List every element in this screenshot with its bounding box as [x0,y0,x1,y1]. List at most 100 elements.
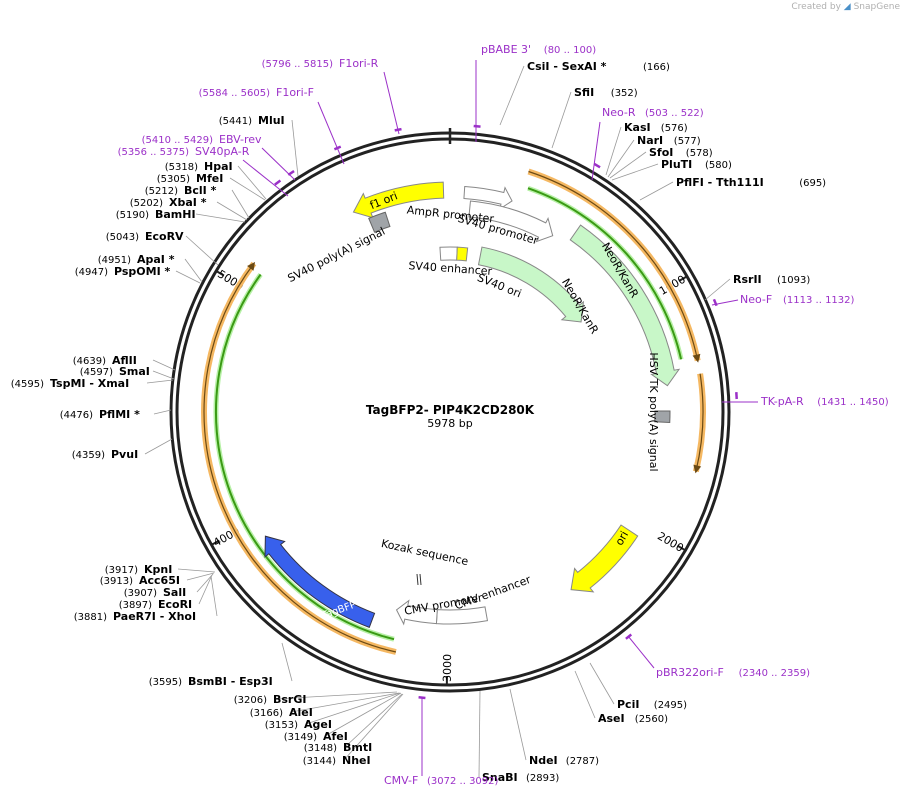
site-leader [344,693,403,748]
restriction-site[interactable]: (5305)MfeI [157,172,224,185]
restriction-site[interactable]: (5043)EcoRV [106,230,184,243]
site-leader [609,151,647,179]
restriction-site[interactable]: (4951)ApaI * [98,253,175,266]
tick-mark [211,539,220,546]
restriction-site[interactable]: (3917)KpnI [105,563,173,576]
feature-sv40-enhancer[interactable] [439,246,458,261]
primer[interactable]: (5796 .. 5815)F1ori-R [262,57,402,132]
site-position: (3595) [149,677,182,688]
primer[interactable]: TK-pA-R(1431 .. 1450) [735,392,889,408]
primer-leader [591,121,601,181]
primer[interactable]: (5356 .. 5375)SV40pA-R [118,145,282,186]
primer[interactable]: (5410 .. 5429)EBV-rev [142,133,295,176]
restriction-site[interactable]: (3595)BsmBI - Esp3I [149,675,273,688]
primer[interactable]: CMV-F(3072 .. 3092) [384,696,499,787]
feature-neor-kanr[interactable] [477,246,585,323]
primer-bar [333,145,342,151]
restriction-site[interactable]: (3907)SalI [124,586,186,599]
primer-name: EBV-rev [219,133,262,146]
site-name: BsrGI [273,693,306,706]
restriction-site[interactable]: (4947)PspOMI * [75,265,171,278]
restriction-site[interactable]: PluTI(580) [661,158,732,171]
restriction-site[interactable]: PciI(2495) [617,698,687,711]
restriction-site[interactable]: PflFI - Tth111I(695) [676,176,826,189]
restriction-site[interactable]: (3897)EcoRI [119,598,192,611]
restriction-site[interactable]: (3206)BsrGI [234,693,307,706]
leader-lines [144,60,758,778]
feature-sv40-ori[interactable] [456,246,469,262]
tick-mark [678,275,688,282]
site-position: (3153) [265,720,298,731]
restriction-site[interactable]: RsrII(1093) [733,273,810,286]
restriction-site[interactable]: (3166)AleI [250,706,313,719]
restriction-site[interactable]: (3913)Acc65I [100,574,180,587]
site-name: EcoRV [145,230,184,243]
feature-neor-kanr[interactable] [569,224,681,387]
primer[interactable]: Neo-F(1113 .. 1132) [712,293,855,307]
orf-arc[interactable] [201,261,397,655]
site-leader [175,270,201,284]
restriction-site[interactable]: (4639)AflII [73,354,137,367]
restriction-site[interactable]: (5318)HpaI [165,160,233,173]
site-leader [216,201,248,221]
site-position: (3149) [284,732,317,743]
restriction-site[interactable]: (3148)BmtI [304,741,372,754]
feature-hsv-tk-poly-a-signal[interactable] [654,410,671,424]
feature-sv40-poly-a-signal[interactable] [368,211,391,233]
site-leader [152,370,175,380]
primer-position: (3072 .. 3092) [427,776,499,787]
restriction-site[interactable]: (5212)BclI * [145,184,217,197]
primer[interactable]: (5584 .. 5605)F1ori-F [199,86,342,151]
feature-sv40-promoter[interactable] [468,200,554,243]
restriction-site[interactable]: NarI(577) [637,134,701,147]
site-name: AleI [289,706,313,719]
site-name: BamHI [155,208,196,221]
restriction-site[interactable]: KasI(576) [624,121,688,134]
restriction-site[interactable]: (4476)PflMI * [60,408,140,421]
restriction-site[interactable]: (4597)SmaI [80,365,150,378]
tick-label: 3000 [441,654,454,682]
site-position: (2560) [635,714,668,725]
site-position: (4359) [72,450,105,461]
restriction-site[interactable]: (3881)PaeR7I - XhoI [74,610,196,623]
restriction-site[interactable]: (3153) AgeI [265,718,332,731]
site-name: CsiI - SexAI * [527,60,607,73]
restriction-site[interactable]: (3144)NheI [303,754,371,767]
primer[interactable]: pBABE 3'(80 .. 100) [473,43,597,128]
feature-ampr-promoter[interactable] [463,185,513,211]
restriction-site[interactable]: (5441)MluI [219,114,285,127]
feature-ori[interactable] [570,524,639,593]
site-name: PflMI * [99,408,140,421]
orf-arc[interactable] [527,168,701,363]
restriction-site[interactable]: NdeI(2787) [529,754,599,767]
restriction-site[interactable]: (3149)AfeI [284,730,348,743]
site-name: KpnI [144,563,172,576]
feature-f1-ori[interactable] [352,181,445,219]
site-position: (4595) [11,379,44,390]
feature-cmv-promoter[interactable] [395,599,438,626]
site-position: (3897) [119,600,152,611]
site-position: (5318) [165,162,198,173]
primer[interactable]: Neo-R(503 .. 522) [593,106,704,169]
restriction-site[interactable]: (5190)BamHI [116,208,196,221]
site-leader [231,189,250,219]
site-position: (5202) [130,198,163,209]
restriction-site[interactable]: (5202)XbaI * [130,196,207,209]
restriction-site[interactable]: (4595)TspMI - XmaI [11,377,129,390]
site-name: AgeI [304,718,332,731]
site-leader [574,670,596,719]
primer[interactable]: pBR322ori-F(2340 .. 2359) [625,633,810,679]
restriction-site[interactable]: CsiI - SexAI *(166) [527,60,670,73]
primer-leader [317,101,345,165]
site-position: (1093) [777,275,810,286]
restriction-site[interactable]: AseI(2560) [598,712,668,725]
restriction-site[interactable]: SnaBI(2893) [482,771,559,784]
site-position: (4639) [73,356,106,367]
orf-arc[interactable] [692,373,706,474]
restriction-site[interactable]: SfiI(352) [574,86,638,99]
restriction-site[interactable]: (4359)PvuI [72,448,138,461]
site-leader [291,119,299,177]
restriction-site[interactable]: SfoI(578) [649,146,713,159]
site-name: PciI [617,698,639,711]
feature-tagbfp[interactable] [264,535,376,629]
